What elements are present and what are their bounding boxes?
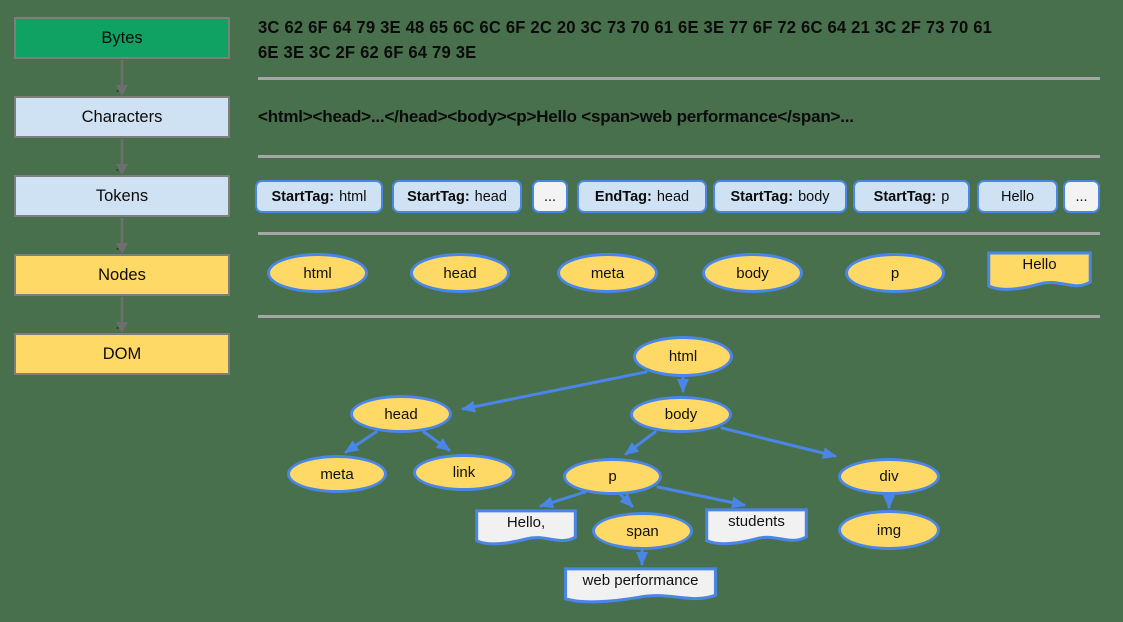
tree-node-link: link [413, 454, 515, 491]
token-starttag-p: StartTag:p [853, 180, 970, 213]
node-hello-textnode: Hello [987, 251, 1092, 295]
text-node-shape-icon [475, 509, 577, 549]
down-arrow-icon [116, 218, 128, 254]
tree-node-span: span [592, 512, 693, 550]
tree-textnode-web-performance: web performance [563, 567, 718, 607]
node-head: head [410, 253, 510, 293]
separator [258, 232, 1100, 235]
token-value: Hello [1000, 188, 1035, 205]
stage-tokens: Tokens [14, 175, 230, 217]
tree-node-html: html [633, 336, 733, 377]
token-endtag-head: EndTag:head [577, 180, 707, 213]
token-value: ... [1075, 188, 1088, 205]
down-arrow-icon [116, 139, 128, 175]
token-starttag-head: StartTag:head [392, 180, 522, 213]
text-node-label: students [728, 513, 785, 530]
token-value: ... [543, 188, 557, 205]
stage-dom: DOM [14, 333, 230, 375]
token-type: StartTag: [730, 188, 794, 205]
stage-bytes: Bytes [14, 17, 230, 59]
separator [258, 77, 1100, 80]
token-value: html [339, 188, 367, 205]
token-type: StartTag: [271, 188, 335, 205]
stage-nodes: Nodes [14, 254, 230, 296]
tree-node-meta: meta [287, 455, 387, 493]
text-node-shape-icon [705, 508, 808, 549]
token-starttag-html: StartTag:html [255, 180, 383, 213]
text-node-label: web performance [582, 572, 699, 589]
tree-node-img: img [838, 510, 940, 550]
text-node-label: Hello [1022, 256, 1057, 273]
token-value: body [798, 188, 830, 205]
token-type: EndTag: [594, 188, 652, 205]
node-p: p [845, 253, 945, 293]
node-meta: meta [557, 253, 658, 293]
token-starttag-body: StartTag:body [713, 180, 847, 213]
token-value: head [474, 188, 507, 205]
tree-node-p: p [563, 458, 662, 495]
tree-textnode-hello: Hello, [475, 509, 577, 549]
tree-textnode-students: students [705, 508, 808, 549]
bytes-hex-line-2: 6E 3E 3C 2F 62 6F 64 79 3E [258, 42, 477, 62]
down-arrow-icon [116, 60, 128, 96]
bytes-hex-line-1: 3C 62 6F 64 79 3E 48 65 6C 6C 6F 2C 20 3… [258, 17, 993, 37]
token-ellipsis: ... [1063, 180, 1100, 213]
token-value: head [656, 188, 690, 205]
characters-text: <html><head>...</head><body><p>Hello <sp… [258, 107, 854, 126]
token-ellipsis: ... [532, 180, 568, 213]
text-node-shape-icon [563, 567, 718, 607]
token-hello: Hello [977, 180, 1058, 213]
token-value: p [941, 188, 950, 205]
tree-node-body: body [630, 396, 732, 433]
token-type: StartTag: [407, 188, 470, 205]
node-html: html [267, 253, 368, 293]
text-node-shape-icon [987, 251, 1092, 295]
node-body: body [702, 253, 803, 293]
down-arrow-icon [116, 297, 128, 333]
stage-characters: Characters [14, 96, 230, 138]
tree-node-head: head [350, 395, 452, 433]
token-type: StartTag: [873, 188, 937, 205]
tree-node-div: div [838, 458, 940, 495]
separator [258, 315, 1100, 318]
text-node-label: Hello, [506, 514, 546, 531]
separator [258, 155, 1100, 158]
